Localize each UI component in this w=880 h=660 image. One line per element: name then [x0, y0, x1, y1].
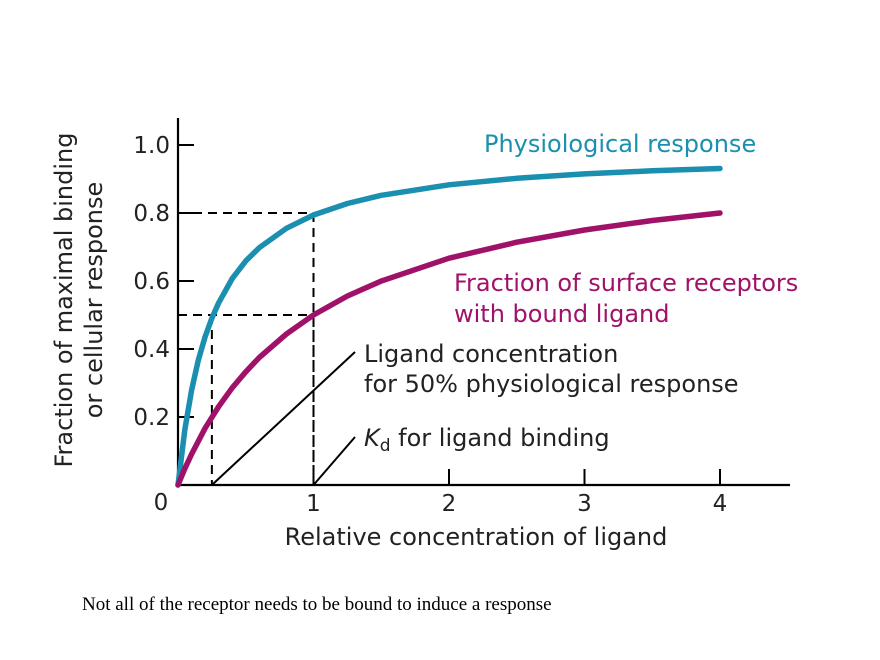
- series-label-binding-line1: Fraction of surface receptors: [454, 269, 798, 297]
- series-layer: [175, 165, 723, 488]
- x-tick-label-2: 3: [577, 491, 592, 517]
- kd-symbol: K: [364, 424, 382, 452]
- reference-lines: [178, 212, 315, 485]
- y-tick-label-0: 0.2: [133, 405, 170, 431]
- y-axis-title-line1: Fraction of maximal binding: [50, 133, 78, 468]
- y-axis-title: Fraction of maximal binding or cellular …: [50, 133, 108, 468]
- series-line-1: [175, 210, 723, 488]
- annotation-kd: Kd for ligand binding: [364, 424, 610, 456]
- y-tick-label-4: 1.0: [133, 133, 170, 159]
- y-axis-title-line2: or cellular response: [80, 182, 108, 419]
- annotation-leader-0: [211, 351, 356, 486]
- origin-label: 0: [154, 490, 169, 516]
- series-line-0: [175, 165, 723, 488]
- annotation-50pct-line2: for 50% physiological response: [364, 370, 739, 398]
- series-label-physiological: Physiological response: [484, 130, 756, 158]
- x-tick-label-1: 2: [442, 491, 457, 517]
- slide-caption: Not all of the receptor needs to be boun…: [82, 594, 552, 615]
- y-tick-label-2: 0.6: [133, 269, 170, 295]
- series-label-binding-line2: with bound ligand: [454, 300, 669, 328]
- kd-text: for ligand binding: [391, 424, 610, 452]
- x-tick-label-3: 4: [713, 491, 728, 517]
- annotation-50pct-line1: Ligand concentration: [364, 340, 618, 368]
- annotation-leader-1: [312, 436, 356, 486]
- y-tick-label-1: 0.4: [133, 337, 170, 363]
- x-tick-label-0: 1: [306, 491, 321, 517]
- kd-subscript: d: [380, 436, 391, 456]
- x-axis-title: Relative concentration of ligand: [285, 523, 668, 551]
- annotation-leaders: [211, 351, 356, 486]
- y-tick-label-3: 0.8: [133, 201, 170, 227]
